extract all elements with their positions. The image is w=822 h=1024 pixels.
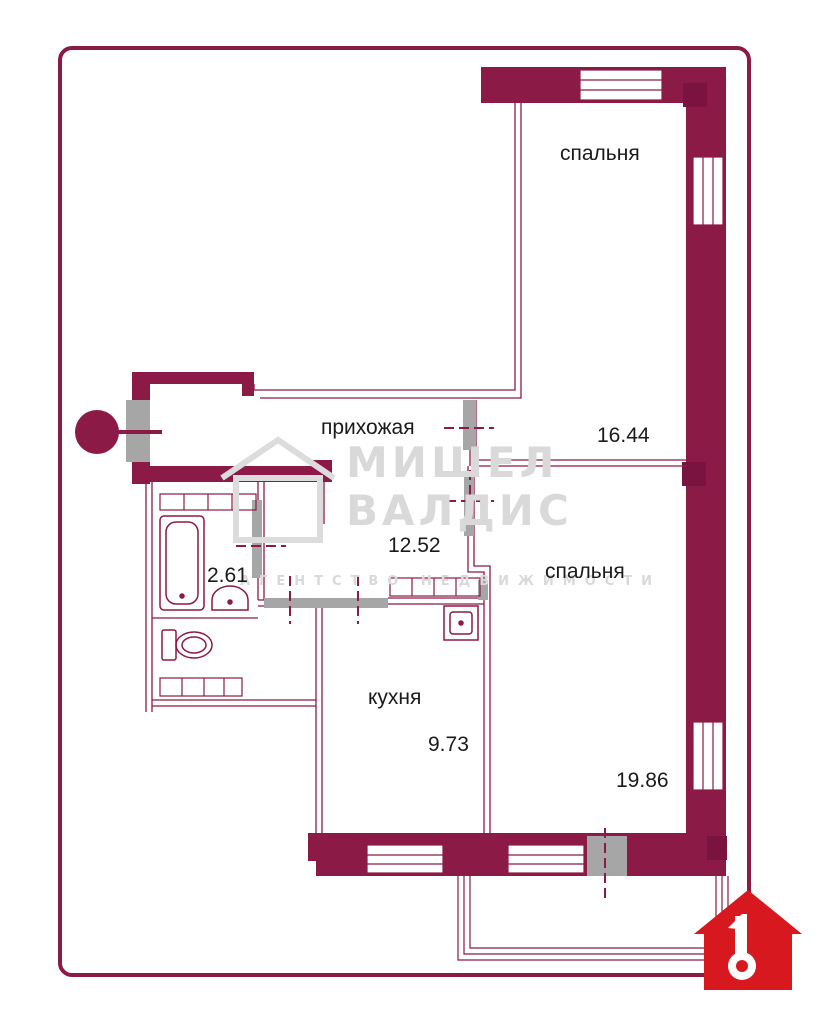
house-key-logo: [694, 890, 802, 990]
room-area-bedroom-2: 19.86: [616, 769, 669, 792]
room-name-kitchen: кухня: [368, 686, 422, 709]
room-area-bathroom: 2.61: [207, 564, 248, 587]
bathroom-sink-icon: [211, 585, 249, 611]
door-markers: [236, 427, 606, 898]
room-area-hallway: 12.52: [388, 534, 441, 557]
kitchen-sink-icon: [443, 605, 479, 641]
room-area-kitchen: 9.73: [428, 733, 469, 756]
plan-frame: [58, 46, 751, 977]
bathtub-icon: [159, 515, 205, 611]
watermark-house-icon: [220, 436, 336, 543]
room-name-hallway: прихожая: [321, 416, 415, 439]
room-area-bedroom-1: 16.44: [597, 424, 650, 447]
room-name-bedroom-2: спальня: [545, 560, 625, 583]
toilet-icon: [161, 629, 213, 661]
windows: [366, 69, 724, 874]
entrance-marker: [75, 410, 162, 454]
room-name-bedroom-1: спальня: [560, 142, 640, 165]
balcony: [457, 876, 729, 961]
shelf-icons: [159, 493, 481, 697]
